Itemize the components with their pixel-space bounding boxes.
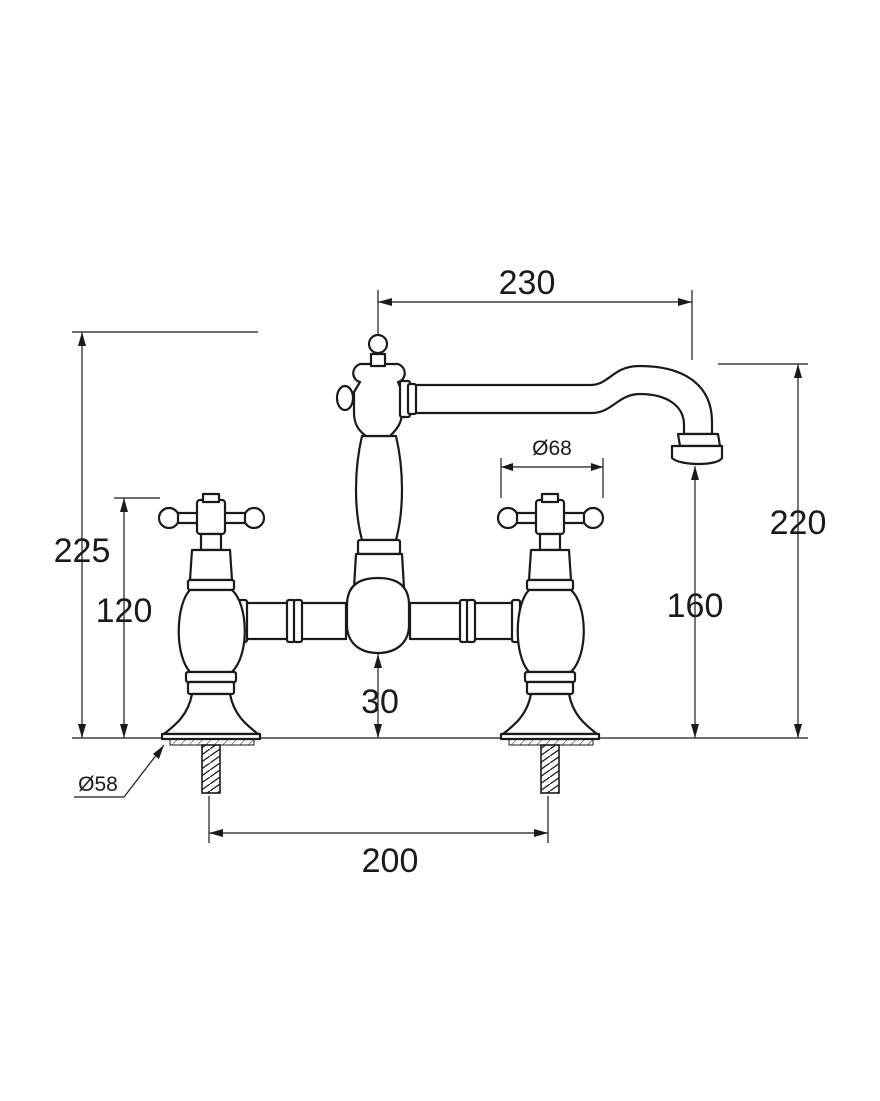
label-spout-height: 220	[770, 504, 827, 542]
dimension-base-diameter: Ø58	[74, 744, 165, 798]
label-spout-reach: 230	[499, 264, 556, 302]
dimension-bridge-height: 30	[361, 654, 399, 738]
central-column	[335, 333, 418, 655]
bridge-bar-left	[237, 598, 348, 644]
label-centres: 200	[362, 842, 419, 880]
spout	[410, 364, 724, 466]
label-bridge-height: 30	[361, 683, 399, 721]
dimension-outlet-height: 160	[667, 466, 724, 738]
dimension-spout-height: 220	[718, 363, 827, 738]
label-handle-diameter: Ø68	[532, 437, 572, 460]
left-valve	[157, 492, 266, 794]
dimension-total-height: 225	[54, 331, 258, 738]
bridge-bar-right	[408, 598, 522, 644]
label-outlet-height: 160	[667, 587, 724, 625]
label-total-height: 225	[54, 532, 111, 570]
dimension-handle-height: 120	[96, 497, 160, 738]
dimension-spout-reach: 230	[377, 264, 693, 360]
label-base-diameter: Ø58	[78, 773, 118, 796]
dimension-handle-diameter: Ø68	[500, 437, 604, 498]
label-handle-height: 120	[96, 592, 153, 630]
right-valve	[496, 492, 605, 794]
dimension-centres: 200	[208, 796, 549, 880]
